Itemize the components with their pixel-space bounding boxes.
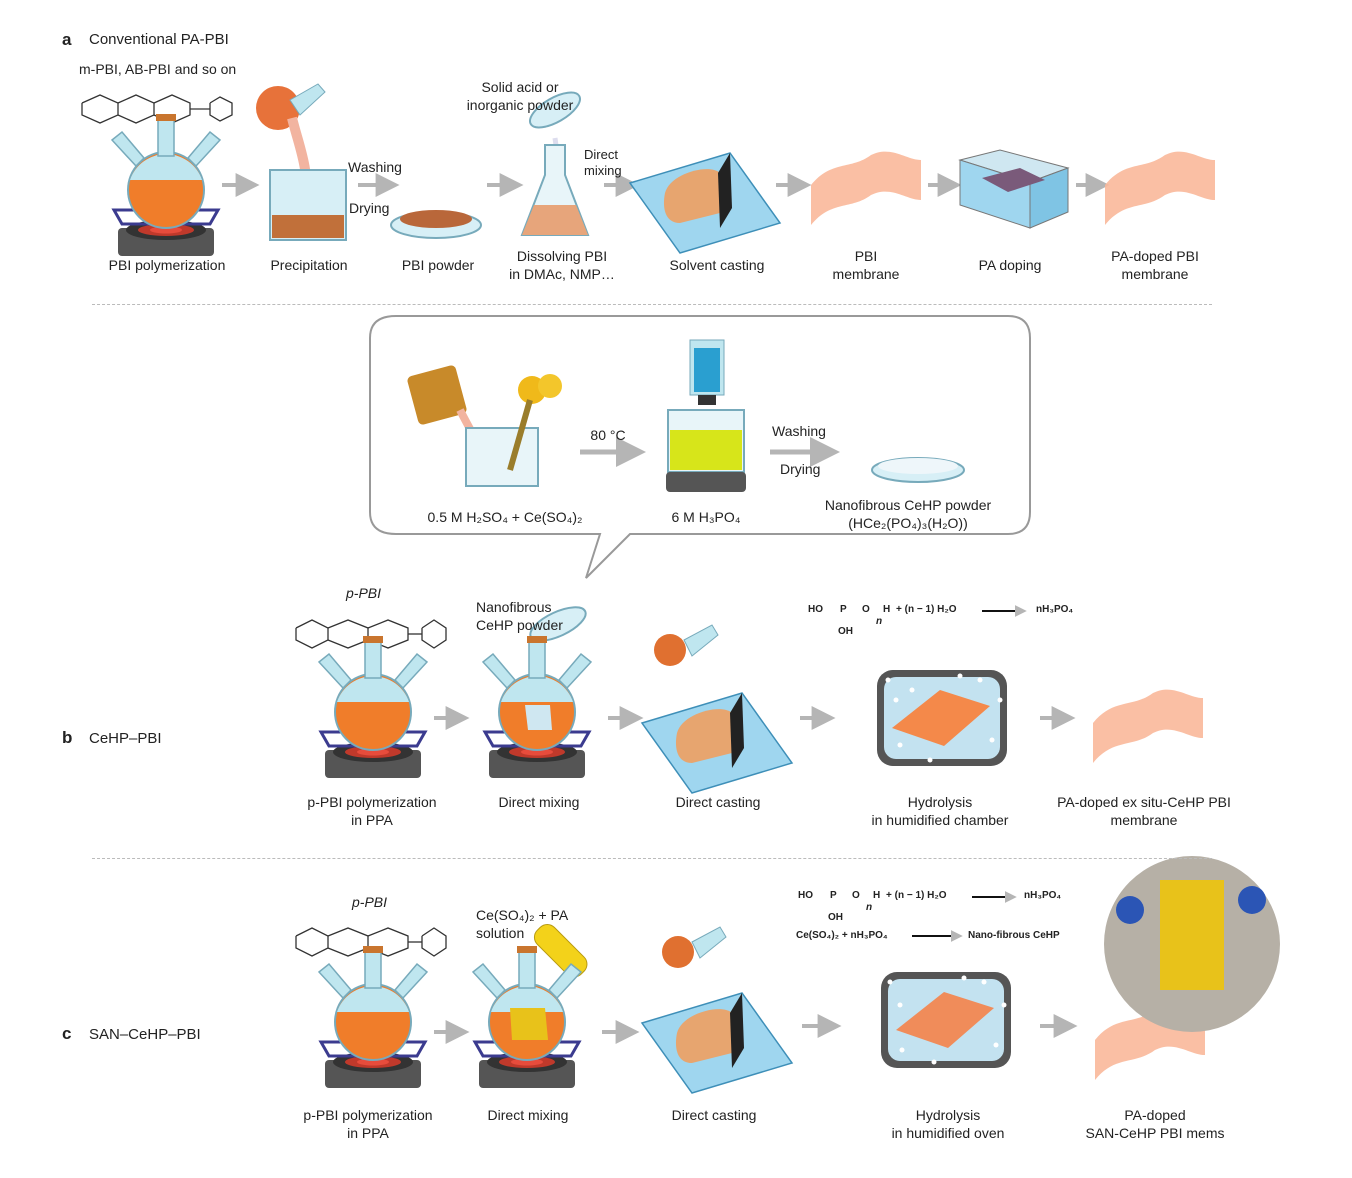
reaction-c-water: + (n − 1) H₂O (886, 890, 947, 901)
step-pa-doped-line2: membrane (1121, 266, 1189, 282)
step-b-direct-mixing: Direct mixing (498, 794, 580, 810)
step-c-hydrolysis-line2: in humidified oven (891, 1125, 1005, 1141)
step-b-hydrolysis-line2: in humidified chamber (871, 812, 1009, 828)
panel-a-polymer-note: m-PBI, AB-PBI and so on (79, 61, 237, 77)
step-b-direct-casting: Direct casting (675, 794, 761, 810)
reaction-b-p: P (840, 604, 847, 615)
inset-step1-label: 0.5 M H₂SO₄ + Ce(SO₄)₂ (427, 509, 583, 525)
reaction-flask-a (110, 112, 222, 258)
panel-a-title: Conventional PA-PBI (89, 31, 229, 48)
inset-beaker (407, 365, 562, 487)
benzimidazole-structure-a (81, 94, 233, 124)
reaction-c-n: n (866, 902, 873, 913)
pa-doping-tray (958, 149, 1070, 229)
step-pbi-powder: PBI powder (401, 257, 475, 273)
arrow-drying-a: Drying (349, 200, 390, 216)
reaction-c-h: H (873, 890, 881, 901)
panel-c-additive-line2: solution (476, 925, 525, 941)
inset-washing-label: Washing (772, 423, 826, 439)
direct-mixing-line1: Direct (584, 147, 618, 162)
panel-a-letter: a (62, 30, 72, 49)
pbi-powder-dish (390, 210, 482, 239)
reaction-c-o: O (852, 890, 860, 901)
casting-plate-a (629, 152, 781, 254)
membrane-photo (1104, 856, 1280, 1032)
direct-mixing-line2: mixing (584, 163, 622, 178)
step-dissolving-line1: Dissolving PBI (516, 248, 608, 264)
step-solvent-casting: Solvent casting (669, 257, 765, 273)
humidified-chamber (877, 670, 1007, 766)
pbi-membrane (811, 151, 921, 225)
step-b-final-line2: membrane (1110, 812, 1178, 828)
reaction-c-p: P (830, 890, 837, 901)
reaction-b-ho: HO (808, 604, 823, 615)
panel-c-title: SAN–CeHP–PBI (89, 1026, 201, 1043)
step-c-direct-casting: Direct casting (671, 1107, 757, 1123)
step-pa-doping: PA doping (978, 257, 1042, 273)
step-c-polymerization-line2: in PPA (347, 1125, 389, 1141)
step-b-polymerization-line1: p-PBI polymerization (307, 794, 437, 810)
precipitation-beaker (256, 83, 347, 241)
inset-step2-label: 6 M H₃PO₄ (671, 509, 741, 525)
reaction-b-h: H (883, 604, 891, 615)
benzimidazole-structure-c (295, 927, 447, 957)
step-pbi-polymerization: PBI polymerization (108, 257, 226, 273)
reaction-flask-c (317, 944, 429, 1090)
casting-plate-c (641, 926, 793, 1094)
divider-bc (92, 858, 1212, 859)
step-b-hydrolysis-line1: Hydrolysis (907, 794, 973, 810)
inset-powder-dish (871, 457, 965, 483)
step-pa-doped-line1: PA-doped PBI (1111, 248, 1199, 264)
step-b-final-line1: PA-doped ex situ-CeHP PBI (1057, 794, 1231, 810)
pa-doped-membrane-b (1093, 689, 1203, 763)
reaction-b-n: n (876, 616, 883, 627)
reaction-flask-b (317, 634, 429, 780)
dissolving-flask (520, 91, 590, 236)
reaction-c-oh: OH (828, 912, 843, 923)
step-c-polymerization-line1: p-PBI polymerization (303, 1107, 433, 1123)
additive-line2-a: inorganic powder (466, 97, 574, 113)
benzimidazole-structure-b (295, 619, 447, 649)
casting-plate-b (641, 624, 793, 794)
step-c-hydrolysis-line1: Hydrolysis (915, 1107, 981, 1123)
step-pbi-membrane-line2: membrane (832, 266, 900, 282)
arrow-washing-a: Washing (348, 159, 402, 175)
panel-c-additive-line1: Ce(SO₄)₂ + PA (476, 907, 569, 923)
step-c-final-line2: SAN-CeHP PBI mems (1085, 1125, 1225, 1141)
panel-b-additive-line1: Nanofibrous (476, 599, 552, 615)
pa-doped-membrane-a (1105, 151, 1215, 225)
reaction-c-product: nH₃PO₄ (1024, 890, 1062, 901)
step-c-direct-mixing: Direct mixing (487, 1107, 569, 1123)
mixing-flask-b (481, 606, 593, 780)
reaction-c-ho: HO (798, 890, 813, 901)
step-b-polymerization-line2: in PPA (351, 812, 393, 828)
step-pbi-membrane-line1: PBI (854, 248, 878, 264)
step-dissolving-line2: in DMAc, NMP… (509, 266, 615, 282)
reaction-b-o: O (862, 604, 870, 615)
step-precipitation: Precipitation (270, 257, 348, 273)
step-c-final-line1: PA-doped (1124, 1107, 1186, 1123)
panel-c-polymer-note: p-PBI (352, 894, 388, 910)
reaction-c2-reactants: Ce(SO₄)₂ + nH₃PO₄ (796, 930, 888, 941)
reaction-b-oh: OH (838, 626, 853, 637)
panel-b-letter: b (62, 728, 73, 747)
inset-syringe-beaker (666, 339, 746, 492)
panel-c-letter: c (62, 1024, 72, 1043)
panel-b-polymer-note: p-PBI (346, 585, 382, 601)
reaction-b-water: + (n − 1) H₂O (896, 604, 957, 615)
inset-drying-label: Drying (780, 461, 821, 477)
inset-product-line2: (HCe₂(PO₄)₃(H₂O)) (848, 515, 968, 531)
inset-temp-label: 80 °C (590, 427, 626, 443)
additive-line1-a: Solid acid or (481, 79, 559, 95)
mixing-flask-c (471, 923, 588, 1090)
humidified-oven (881, 972, 1011, 1068)
reaction-c2-product: Nano-fibrous CeHP (968, 930, 1060, 941)
inset-product-line1: Nanofibrous CeHP powder (824, 497, 992, 513)
divider-ab (92, 304, 1212, 305)
reaction-b-product: nH₃PO₄ (1036, 604, 1074, 615)
panel-b-additive-line2: CeHP powder (476, 617, 563, 633)
panel-b-title: CeHP–PBI (89, 730, 162, 747)
